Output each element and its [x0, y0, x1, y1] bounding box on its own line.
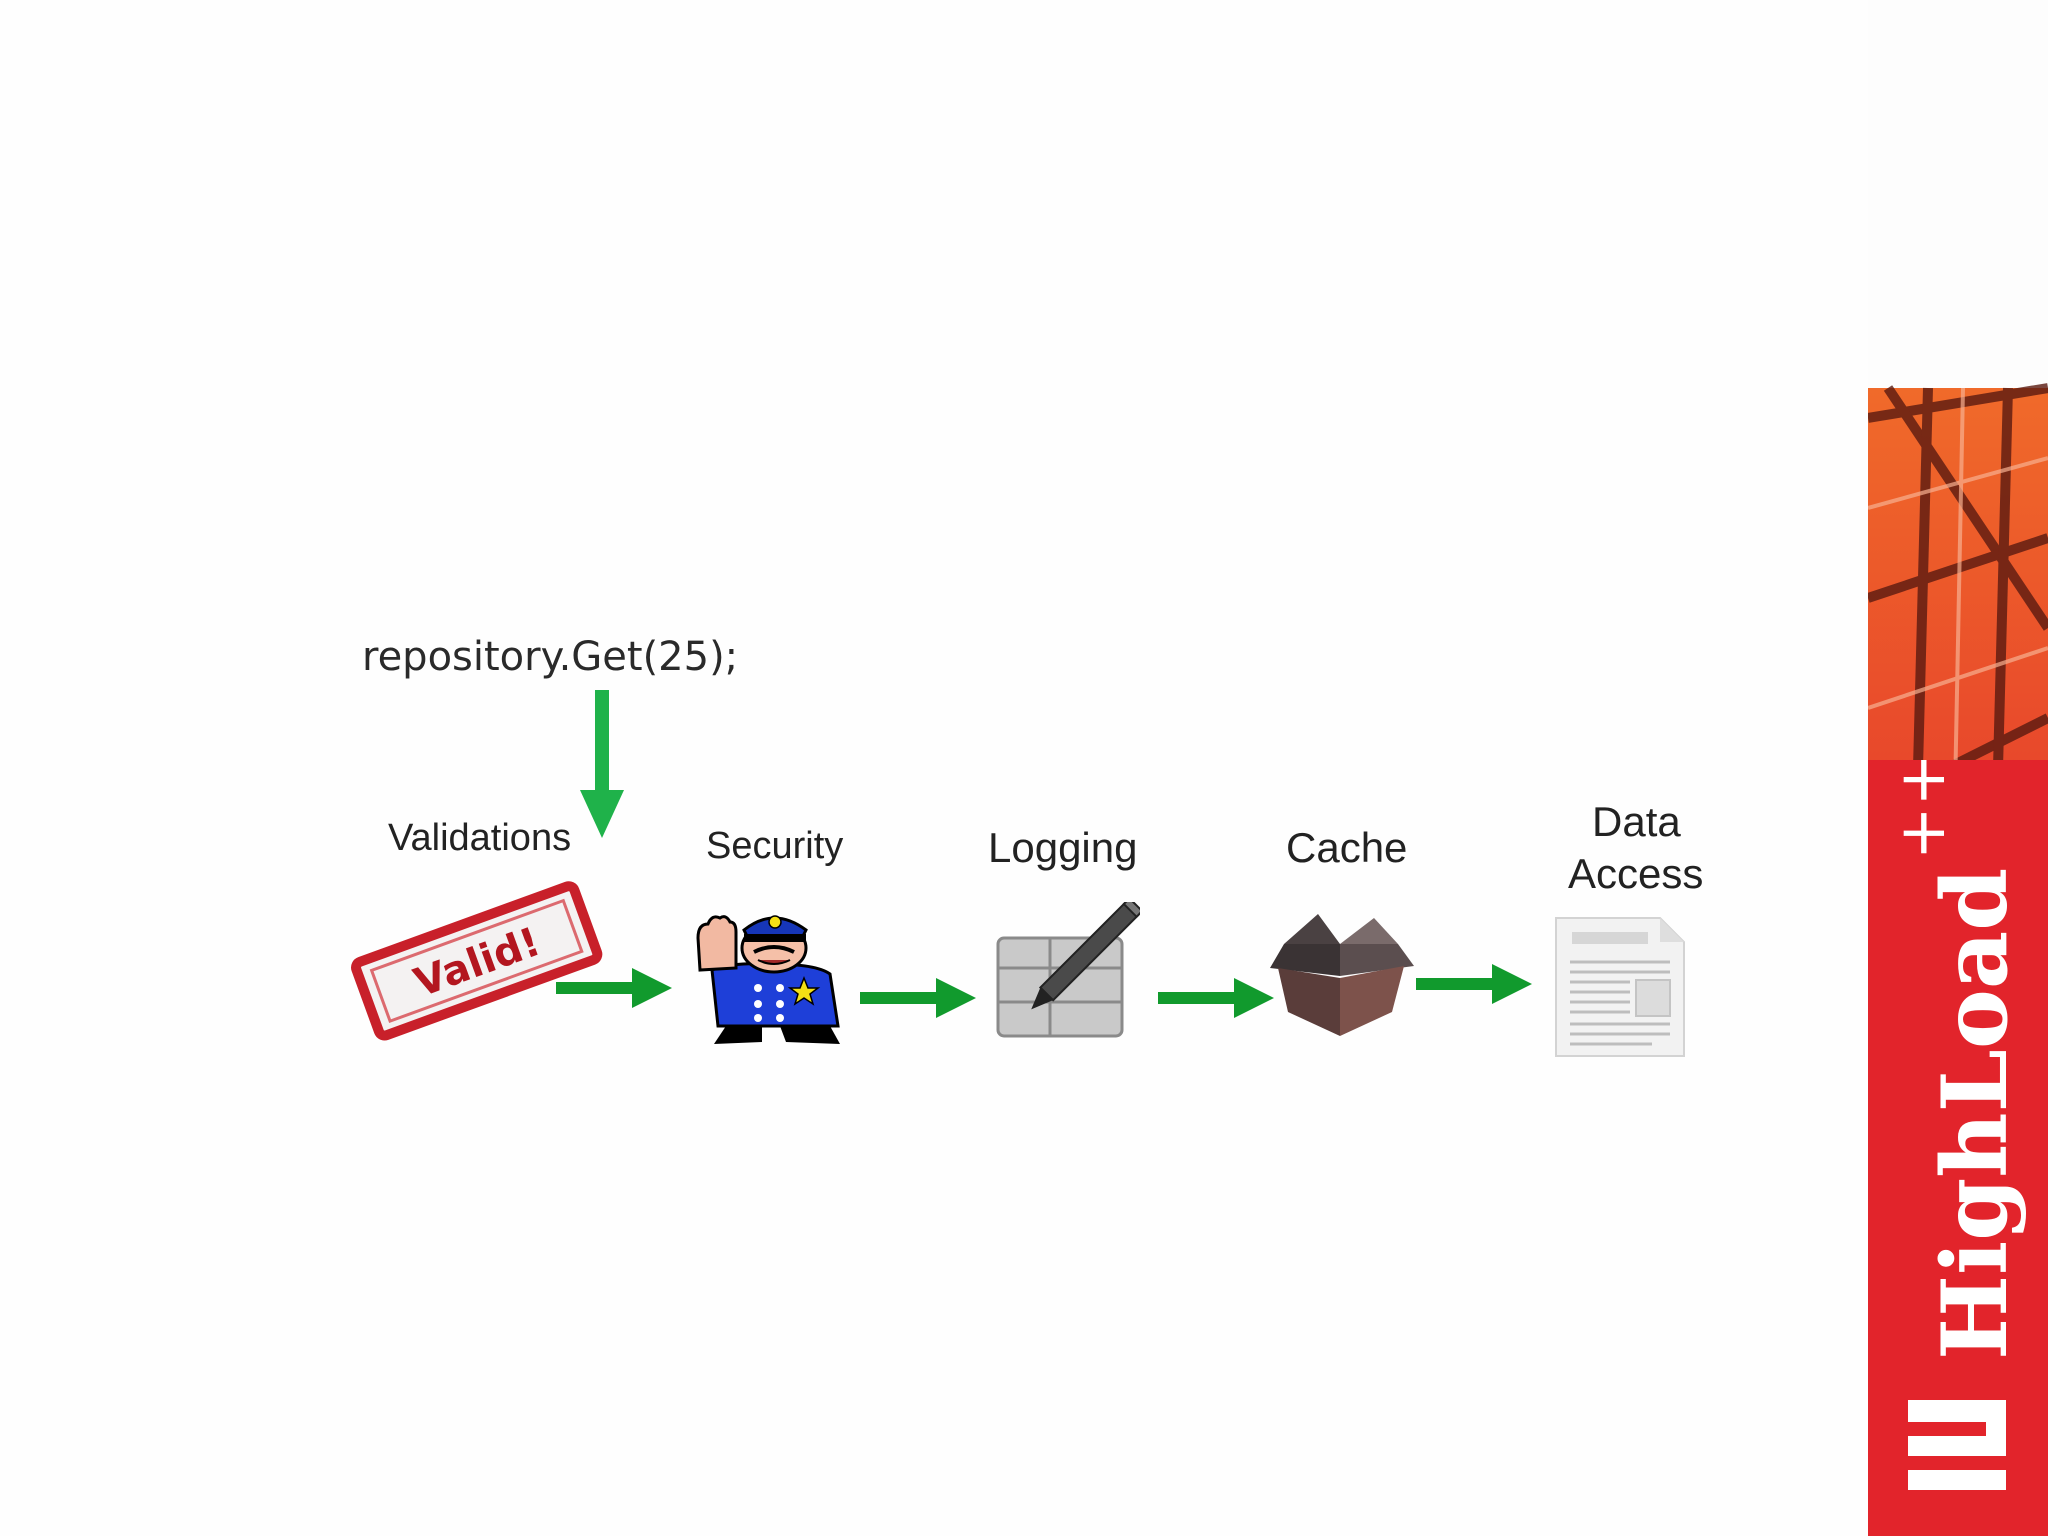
step-label-validations: Validations [388, 817, 572, 859]
slide: repository.Get(25); Validations Security… [351, 634, 1704, 1057]
step-label-logging: Logging [988, 824, 1138, 871]
brand-name-text: HighLoad [1922, 868, 2028, 1360]
flow-arrow-1 [556, 968, 672, 1008]
brand-superscript-text: ++ [1886, 760, 1960, 860]
step-label-security: Security [706, 825, 844, 867]
highload-logo-icon [1908, 1400, 2006, 1490]
flow-arrow-3 [1158, 978, 1274, 1018]
step-label-access: Access [1568, 850, 1704, 897]
flow-arrow-2 [860, 978, 976, 1018]
valid-stamp-icon: Valid! [351, 881, 603, 1041]
document-icon [1555, 917, 1685, 1057]
brand-panel: HighLoad ++ [1868, 760, 2048, 1536]
down-arrow-icon [580, 690, 624, 838]
step-label-data: Data [1592, 798, 1681, 845]
log-table-pencil-icon [996, 902, 1140, 1038]
code-call-text: repository.Get(25); [362, 634, 739, 680]
step-label-cache: Cache [1286, 824, 1408, 871]
highload-brand: HighLoad ++ [1886, 760, 2028, 1490]
flow-arrow-4 [1416, 964, 1532, 1004]
open-box-icon [1270, 914, 1414, 1036]
police-officer-icon [696, 915, 840, 1044]
